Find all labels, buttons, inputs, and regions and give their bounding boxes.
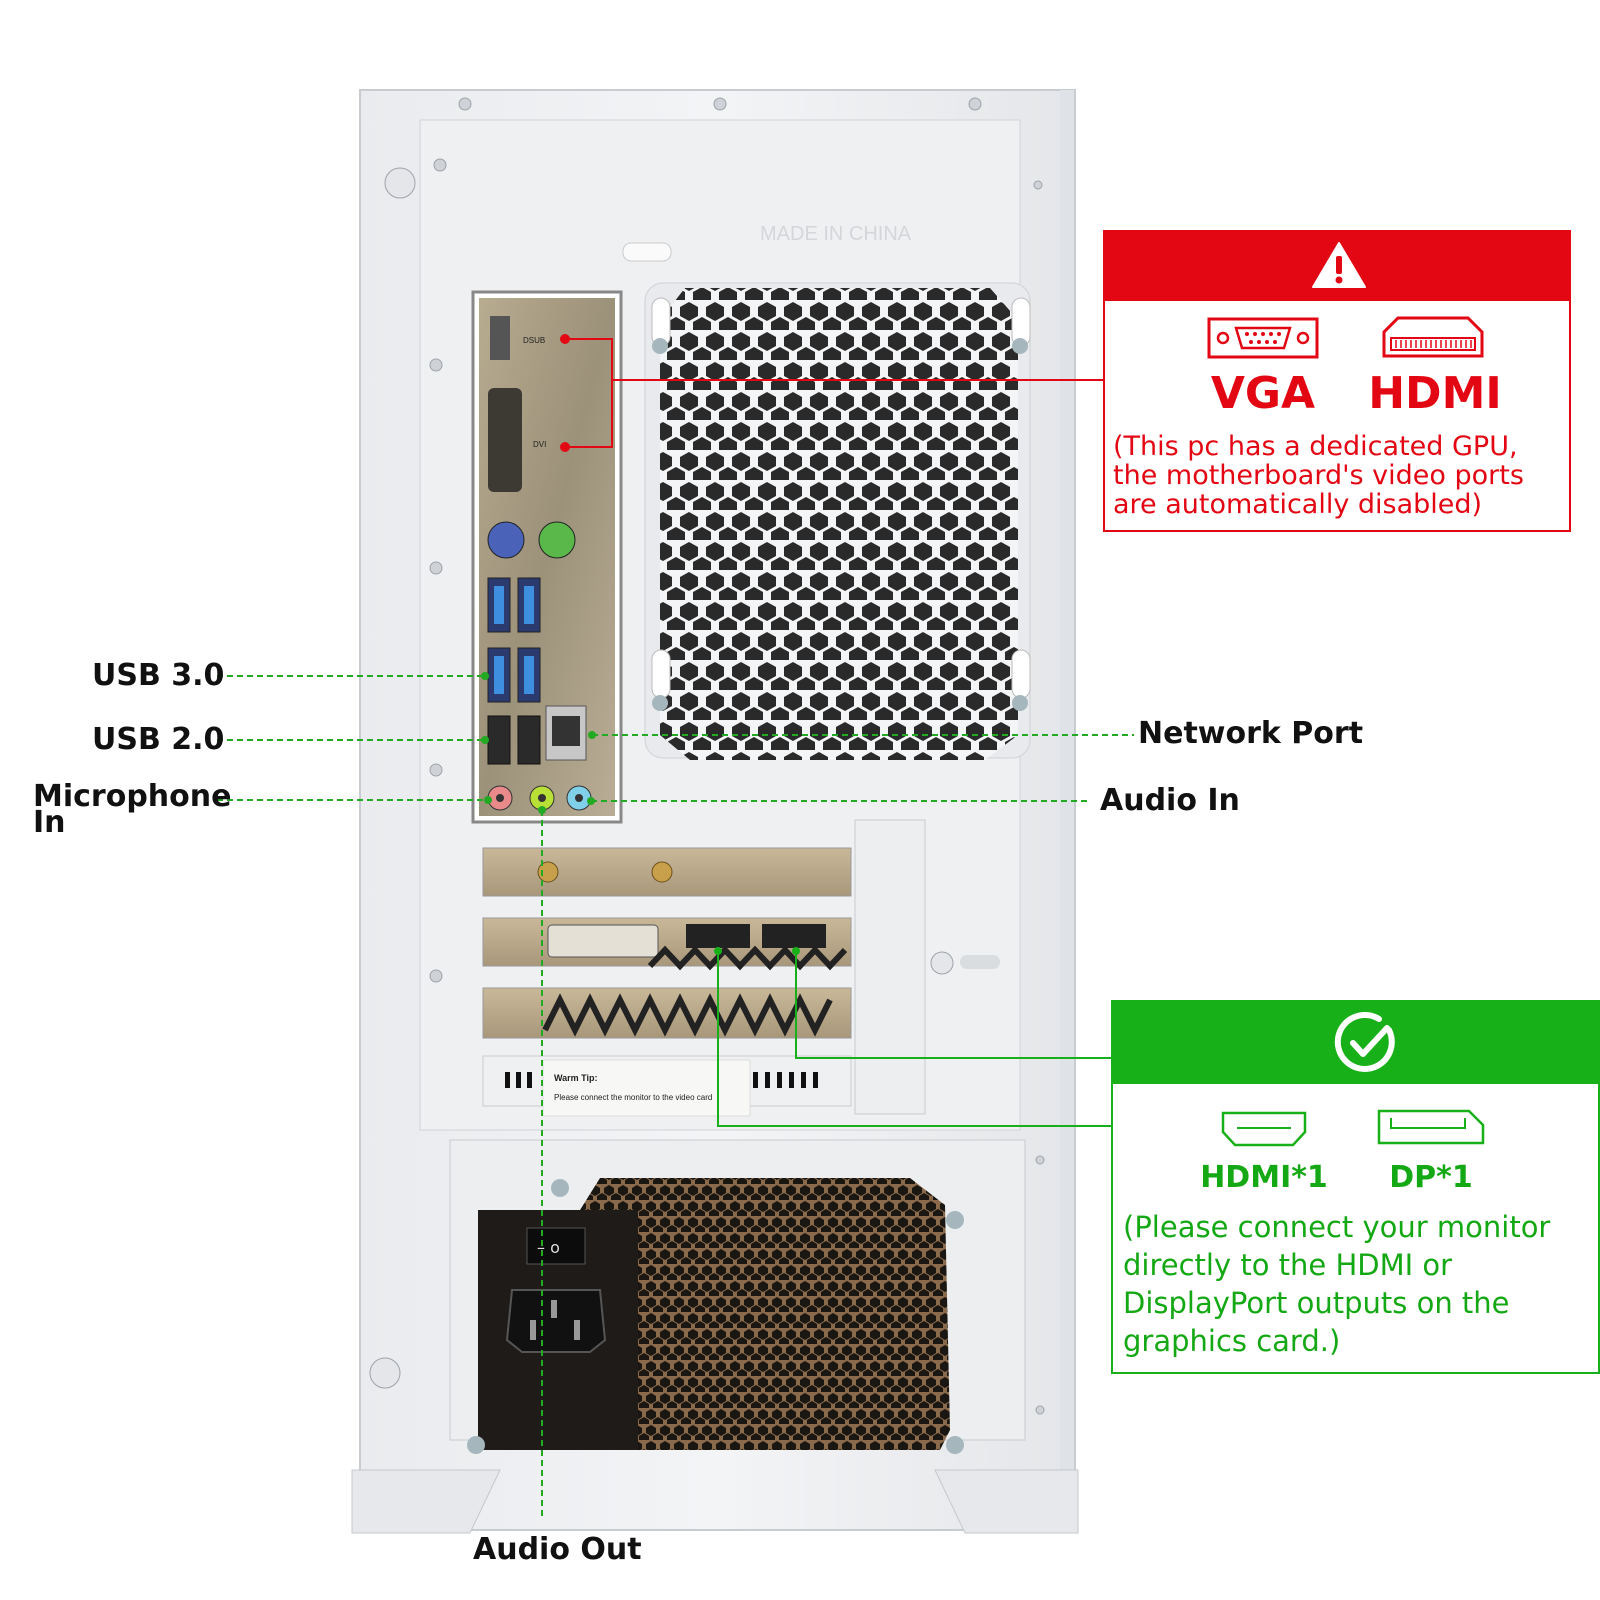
warning-triangle-icon (1312, 242, 1366, 288)
warm-tip-text: Please connect the monitor to the video … (554, 1093, 713, 1102)
warning-leader-lines (565, 338, 1103, 448)
svg-text:– o: – o (537, 1238, 560, 1257)
displayport-icon (1377, 1109, 1485, 1145)
hdmi-port-icon-red (1382, 316, 1484, 358)
recommended-note-line: (Please connect your monitor (1123, 1210, 1551, 1244)
usb2-label: USB 2.0 (92, 722, 225, 757)
warning-note-line: the motherboard's video ports (1113, 460, 1524, 491)
gpu-leader-lines (717, 951, 1111, 1127)
network-port-label: Network Port (1138, 716, 1364, 751)
microphone-in-label: Microphone In (33, 779, 232, 840)
dp-count-label: DP*1 (1389, 1160, 1473, 1195)
warning-callout: VGA HDMI (This pc has a dedicated GPU, t… (1103, 230, 1571, 532)
recommended-header-band (1113, 1002, 1598, 1084)
warm-tip-sticker (542, 1059, 751, 1117)
vga-label: VGA (1210, 368, 1316, 419)
power-supply: – o (449, 1139, 1026, 1454)
made-in-china-text: MADE IN CHINA (760, 223, 912, 245)
gpu-dvi-port (547, 924, 659, 958)
microphone-label-line2: In (33, 805, 66, 840)
recommended-note: (Please connect your monitor directly to… (1123, 1208, 1550, 1360)
recommended-note-line: directly to the HDMI or (1123, 1248, 1453, 1282)
audio-out-label: Audio Out (473, 1532, 642, 1567)
hdmi-count-label: HDMI*1 (1200, 1160, 1328, 1195)
psu-power-switch (526, 1227, 586, 1265)
expansion-slots (482, 819, 1000, 1117)
recommended-note-line: graphics card.) (1123, 1324, 1341, 1358)
io-ps2-keyboard-port (487, 521, 525, 559)
gpu-displayport (762, 924, 826, 948)
microphone-label-line1: Microphone (33, 779, 232, 814)
audio-in-label: Audio In (1100, 783, 1240, 818)
io-usb3-ports (487, 577, 541, 703)
hdmi-label-red: HDMI (1368, 368, 1502, 419)
usb3-label: USB 3.0 (92, 658, 225, 693)
warning-note: (This pc has a dedicated GPU, the mother… (1113, 432, 1524, 519)
hdmi-port-icon-green (1221, 1111, 1307, 1147)
fan-grille (644, 282, 1031, 760)
gpu-hdmi-port (686, 924, 750, 948)
svg-text:DSUB: DSUB (523, 336, 545, 345)
warning-note-line: (This pc has a dedicated GPU, (1113, 431, 1518, 462)
checkmark-circle-icon (1334, 1012, 1395, 1072)
io-shield: DSUB DVI (471, 290, 623, 824)
warning-header-band (1105, 232, 1569, 301)
case-foot-right (934, 1469, 1079, 1534)
io-usb2-ports (487, 715, 541, 765)
warning-note-line: are automatically disabled) (1113, 489, 1483, 520)
warm-tip-title: Warm Tip: (554, 1073, 598, 1083)
recommended-note-line: DisplayPort outputs on the (1123, 1286, 1510, 1320)
io-vga-port (488, 388, 522, 492)
recommended-callout: HDMI*1 DP*1 (Please connect your monitor… (1111, 1000, 1600, 1374)
case-foot-left (351, 1469, 501, 1534)
vga-port-icon (1207, 317, 1319, 359)
psu-power-inlet (505, 1289, 607, 1353)
io-ps2-mouse-port (538, 521, 576, 559)
svg-text:DVI: DVI (533, 440, 546, 449)
port-leader-lines (217, 675, 1134, 1520)
